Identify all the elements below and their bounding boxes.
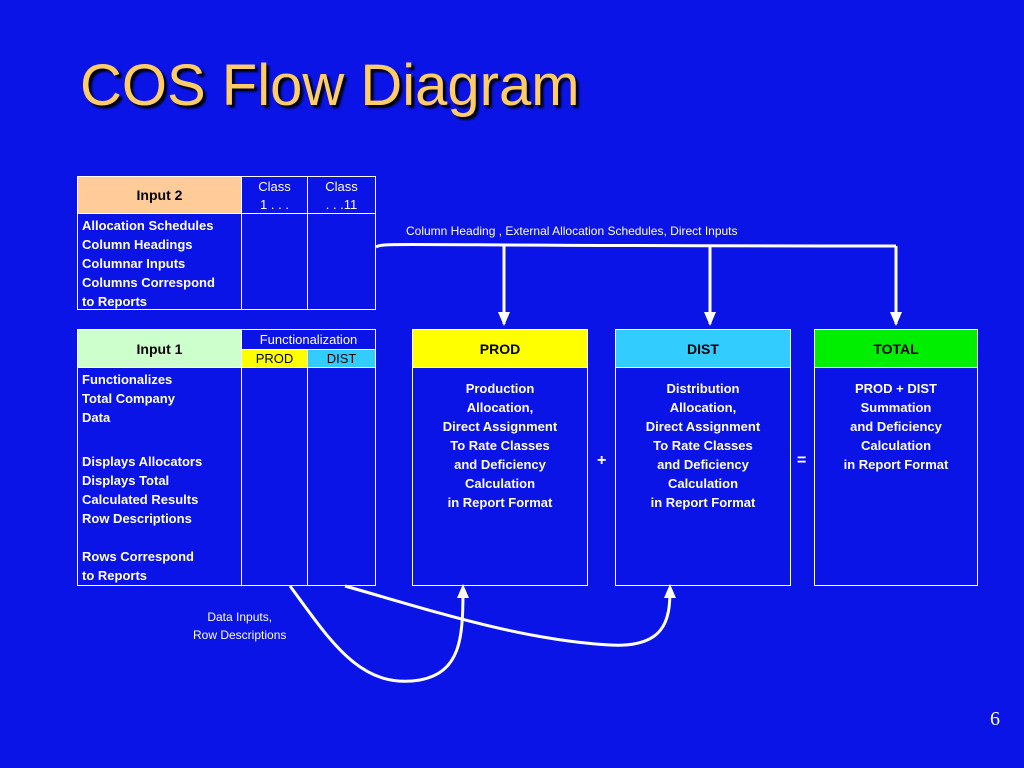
prod-line: To Rate Classes bbox=[450, 438, 550, 453]
total-line: and Deficiency bbox=[850, 419, 942, 434]
bottom-flow-note: Data Inputs, Row Descriptions bbox=[193, 608, 286, 644]
total-line: PROD + DIST bbox=[855, 381, 937, 396]
functionalization-header: Functionalization bbox=[241, 329, 376, 350]
input1-prod-cell bbox=[241, 367, 308, 586]
dist-line: Allocation, bbox=[669, 400, 737, 415]
prod-line: Calculation bbox=[464, 476, 536, 491]
dist-line: Distribution bbox=[666, 381, 740, 396]
class1-line2: 1 . . . bbox=[260, 197, 289, 212]
input2-class11-header: Class . . .11 bbox=[307, 176, 376, 214]
dist-line: and Deficiency bbox=[657, 457, 749, 472]
input2-header: Input 2 bbox=[77, 176, 242, 214]
input1-note: Total Company bbox=[82, 391, 175, 406]
input1-notes: Functionalizes Total Company Data Displa… bbox=[77, 367, 242, 586]
dist-line: Direct Assignment bbox=[645, 419, 761, 434]
arrowhead-up-prod bbox=[457, 584, 469, 598]
input1-note: Displays Allocators bbox=[82, 454, 203, 469]
input2-note: Columnar Inputs bbox=[82, 256, 186, 271]
input2-notes: Allocation Schedules Column Headings Col… bbox=[77, 213, 242, 310]
prod-line: Allocation, bbox=[466, 400, 534, 415]
input1-note: Row Descriptions bbox=[82, 511, 192, 526]
prod-line: and Deficiency bbox=[454, 457, 546, 472]
bottom-note-line2: Row Descriptions bbox=[193, 628, 287, 642]
prod-box-body: Production Allocation, Direct Assignment… bbox=[412, 367, 588, 586]
input1-prod-header: PROD bbox=[241, 349, 308, 368]
bottom-connectors bbox=[288, 584, 672, 683]
input1-header: Input 1 bbox=[77, 329, 242, 368]
prod-line: Production bbox=[465, 381, 535, 396]
input2-note: Allocation Schedules bbox=[82, 218, 214, 233]
top-connector bbox=[375, 242, 898, 324]
dist-box-header: DIST bbox=[615, 329, 791, 368]
total-box-body: PROD + DIST Summation and Deficiency Cal… bbox=[814, 367, 978, 586]
prod-line: Direct Assignment bbox=[442, 419, 558, 434]
slide-title: COS Flow Diagram bbox=[80, 53, 580, 118]
total-line: Summation bbox=[860, 400, 932, 415]
top-bus-line bbox=[375, 242, 897, 249]
equals-operator: = bbox=[797, 452, 807, 469]
total-box-header: TOTAL bbox=[814, 329, 978, 368]
input2-class11-cell bbox=[307, 213, 376, 310]
bottom-note-line1: Data Inputs, bbox=[207, 610, 273, 624]
input2-note: to Reports bbox=[82, 294, 147, 309]
class11-line1: Class bbox=[325, 179, 358, 194]
dist-line: Calculation bbox=[667, 476, 739, 491]
input2-note: Columns Correspond bbox=[82, 275, 215, 290]
plus-operator: + bbox=[597, 452, 607, 469]
input2-note: Column Headings bbox=[82, 237, 193, 252]
class1-line1: Class bbox=[258, 179, 291, 194]
dist-line: in Report Format bbox=[650, 495, 756, 510]
class11-line2: . . .11 bbox=[325, 197, 358, 212]
input1-dist-header: DIST bbox=[307, 349, 376, 368]
arrowhead-up-dist bbox=[664, 584, 676, 598]
input1-note: Rows Correspond bbox=[82, 549, 194, 564]
input2-class1-header: Class 1 . . . bbox=[241, 176, 308, 214]
dist-line: To Rate Classes bbox=[653, 438, 753, 453]
arrowhead-total bbox=[890, 312, 902, 326]
input1-note: Data bbox=[82, 410, 111, 425]
input1-note: Functionalizes bbox=[82, 372, 173, 387]
input1-note: Displays Total bbox=[82, 473, 170, 488]
top-flow-note: Column Heading , External Allocation Sch… bbox=[406, 224, 738, 238]
prod-line: in Report Format bbox=[447, 495, 553, 510]
curve-to-dist bbox=[344, 584, 672, 647]
input1-dist-cell bbox=[307, 367, 376, 586]
input1-note: Calculated Results bbox=[82, 492, 199, 507]
total-line: in Report Format bbox=[843, 457, 949, 472]
total-line: Calculation bbox=[860, 438, 932, 453]
arrowhead-dist bbox=[704, 312, 716, 326]
dist-box-body: Distribution Allocation, Direct Assignme… bbox=[615, 367, 791, 586]
input1-note: to Reports bbox=[82, 568, 147, 583]
input2-class1-cell bbox=[241, 213, 308, 310]
page-number: 6 bbox=[990, 708, 1000, 730]
prod-box-header: PROD bbox=[412, 329, 588, 368]
arrowhead-prod bbox=[498, 312, 510, 326]
curve-to-prod bbox=[288, 585, 465, 683]
